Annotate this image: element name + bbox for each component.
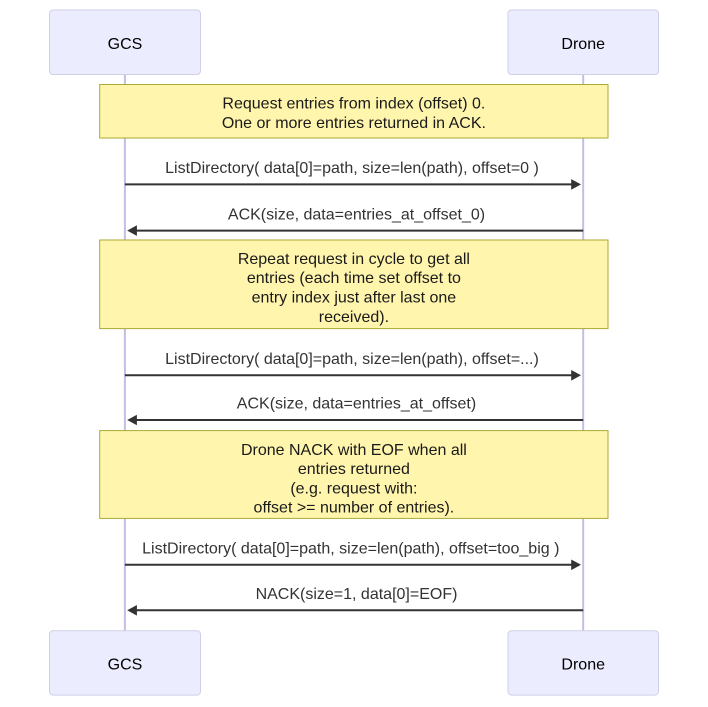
svg-text:ACK(size, data=entries_at_offs: ACK(size, data=entries_at_offset) — [237, 396, 476, 413]
svg-text:ListDirectory( data[0]=path, s: ListDirectory( data[0]=path, size=len(pa… — [165, 351, 539, 368]
svg-text:offset >= number of entries).: offset >= number of entries). — [254, 500, 455, 517]
svg-text:Drone NACK with EOF when all: Drone NACK with EOF when all — [241, 442, 467, 459]
svg-text:(e.g. request with:: (e.g. request with: — [290, 480, 417, 497]
svg-text:Repeat request in cycle to get: Repeat request in cycle to get all — [238, 251, 470, 268]
svg-text:ListDirectory( data[0]=path, s: ListDirectory( data[0]=path, size=len(pa… — [142, 541, 559, 558]
svg-text:GCS: GCS — [108, 36, 143, 53]
svg-text:entry index just after last on: entry index just after last one — [252, 290, 457, 307]
svg-text:NACK(size=1, data[0]=EOF): NACK(size=1, data[0]=EOF) — [256, 586, 458, 603]
svg-text:One or more entries returned i: One or more entries returned in ACK. — [222, 115, 486, 132]
svg-text:Request entries from index (of: Request entries from index (offset) 0. — [222, 96, 485, 113]
svg-text:Drone: Drone — [561, 36, 605, 53]
svg-text:entries returned: entries returned — [298, 461, 410, 478]
svg-text:GCS: GCS — [108, 656, 143, 673]
svg-text:ListDirectory( data[0]=path, s: ListDirectory( data[0]=path, size=len(pa… — [165, 160, 539, 177]
svg-text:entries (each time set offset: entries (each time set offset to — [247, 270, 461, 287]
svg-text:ACK(size, data=entries_at_offs: ACK(size, data=entries_at_offset_0) — [228, 206, 485, 223]
svg-text:received).: received). — [319, 309, 389, 326]
svg-text:Drone: Drone — [561, 656, 605, 673]
